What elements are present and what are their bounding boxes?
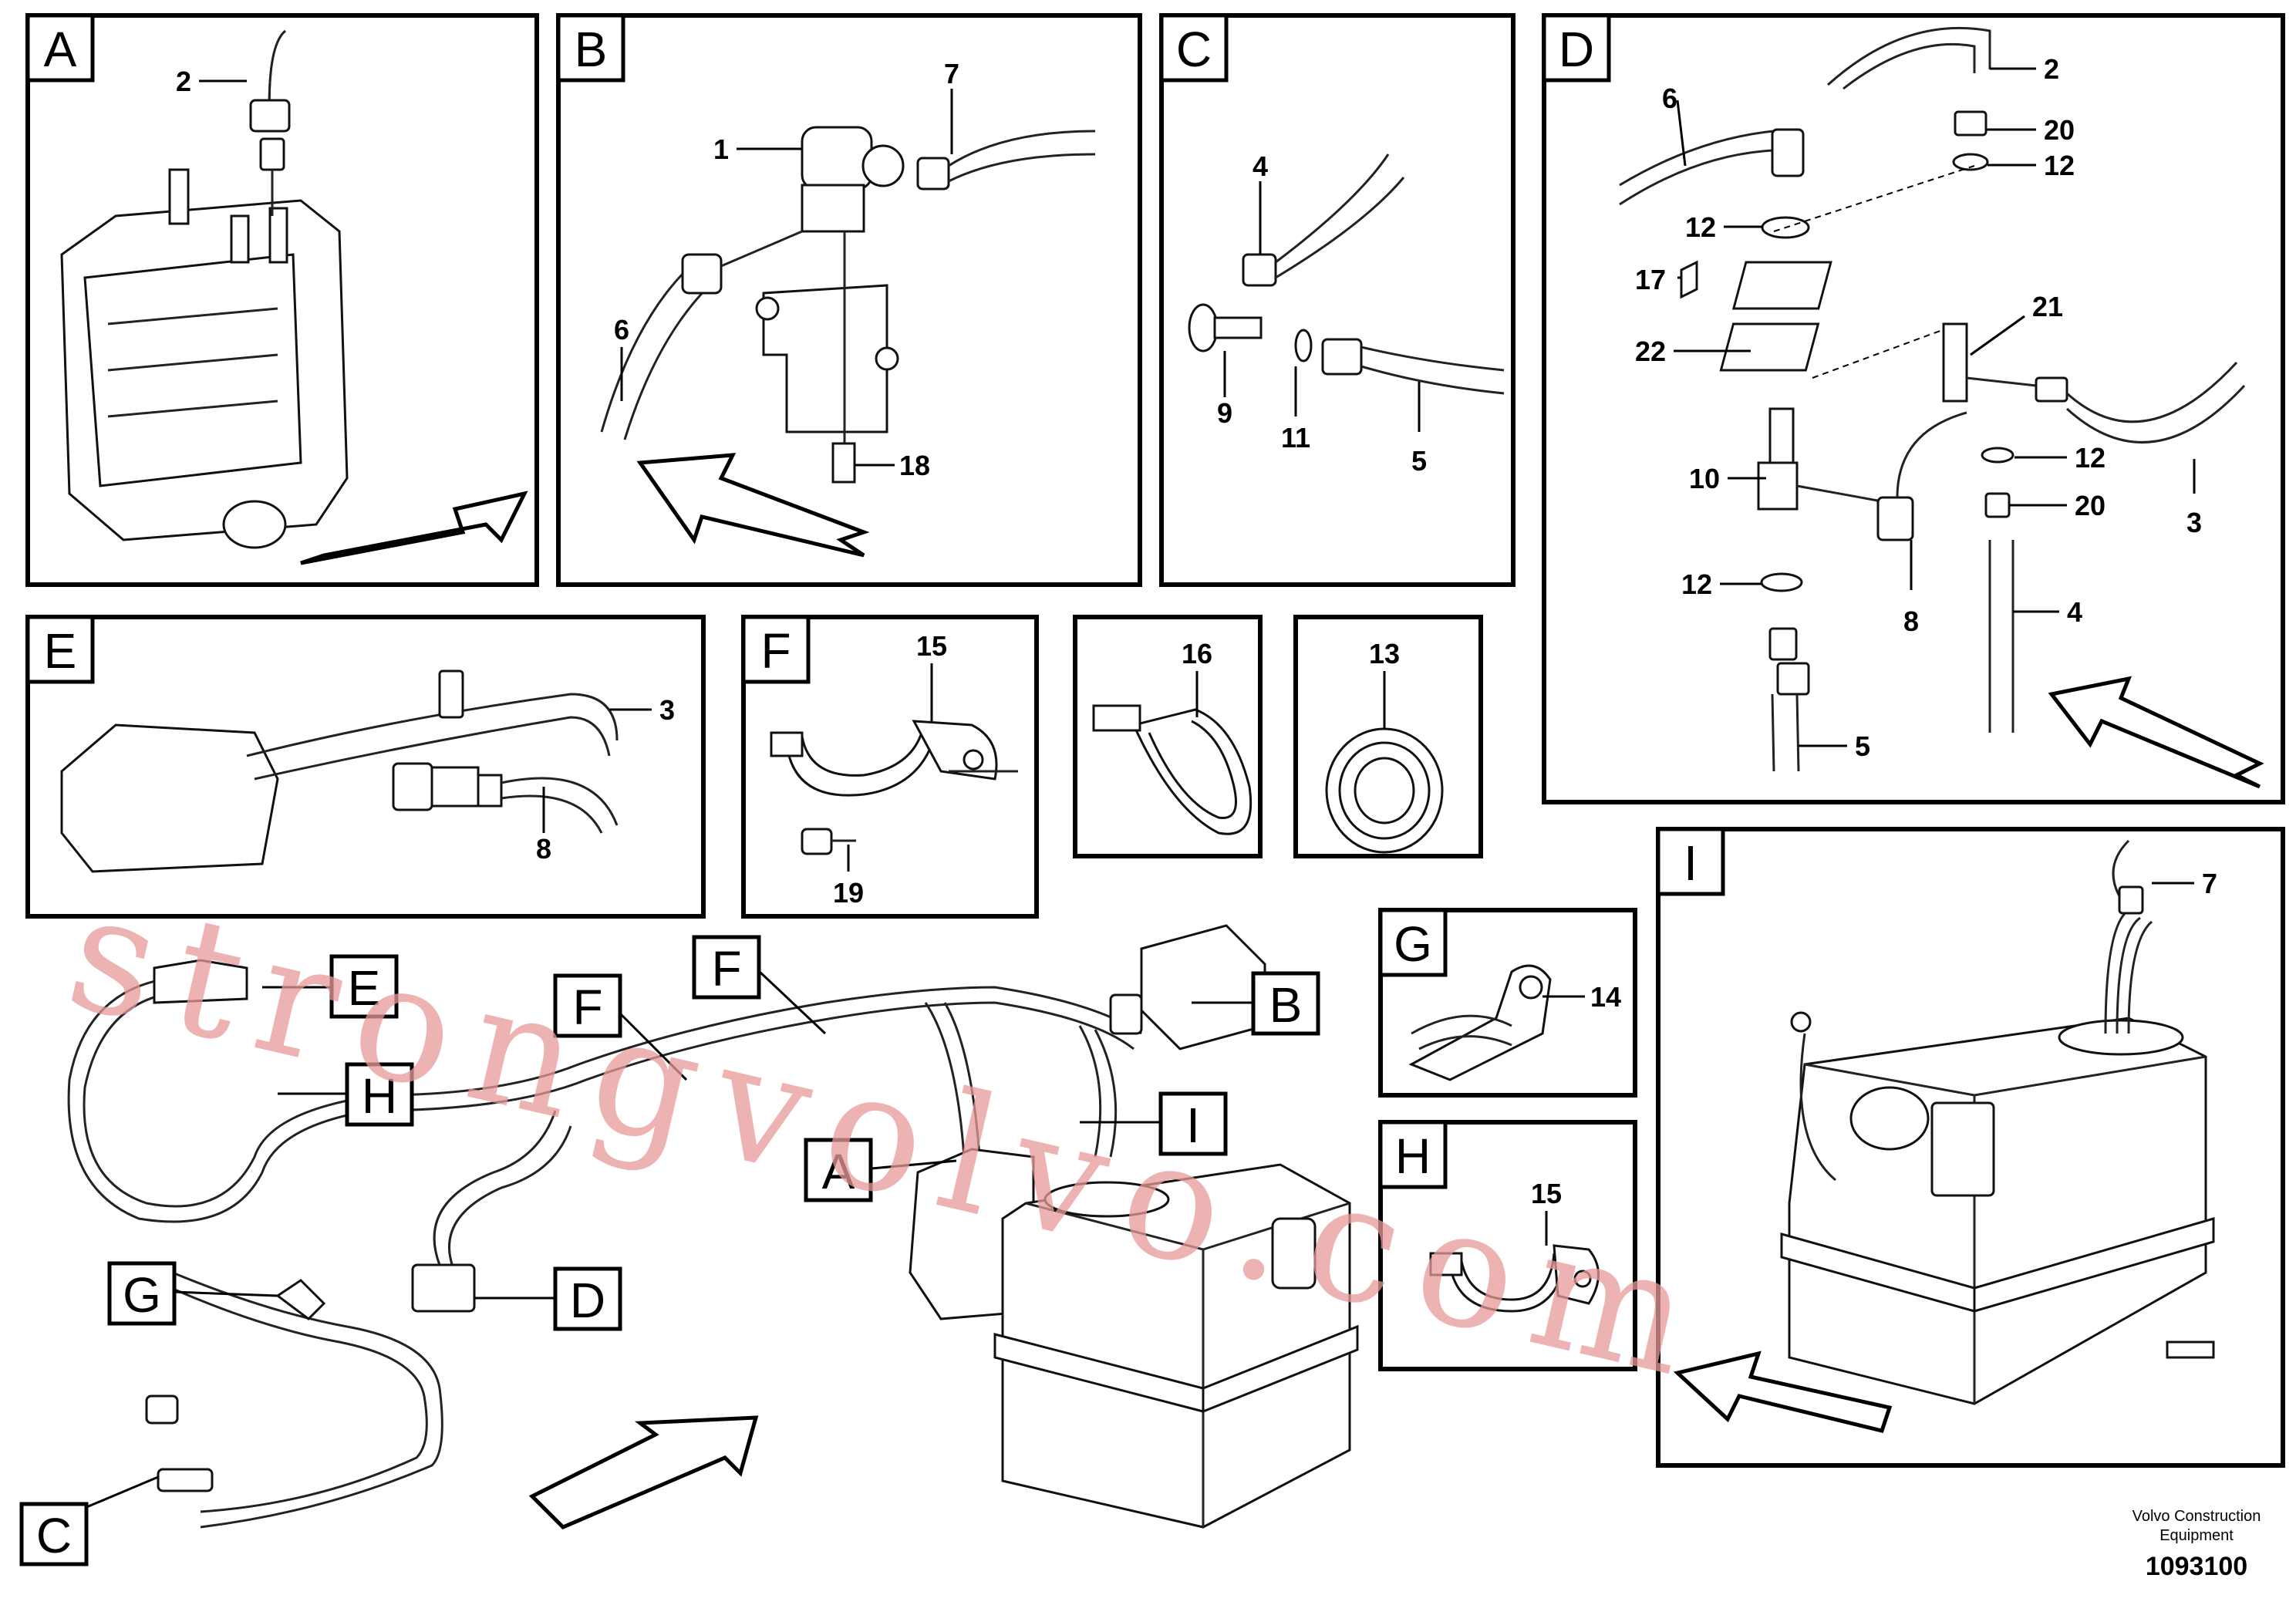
callout-d-8: 8 — [1903, 605, 1919, 637]
panel-d: D — [1542, 13, 2285, 804]
overview-label-e: E — [348, 960, 381, 1016]
callout-d-12d: 12 — [1681, 568, 1712, 600]
panel-a-letter: A — [44, 22, 77, 77]
grommet-illustration — [1325, 727, 1444, 854]
panel-e-letter: E — [44, 623, 77, 679]
callout-g-14: 14 — [1590, 981, 1621, 1013]
callout-d-2: 2 — [2044, 53, 2059, 85]
panel-c-letter: C — [1176, 22, 1212, 77]
panel-13: 13 — [1293, 615, 1483, 858]
direction-arrow-i — [1673, 1351, 1893, 1433]
overview-labels: E F F B H A I G D C — [19, 935, 1320, 1566]
callout-d-5: 5 — [1855, 730, 1870, 762]
direction-arrow-b — [636, 453, 870, 558]
callout-d-12c: 12 — [2075, 442, 2106, 474]
overview-label-g: G — [123, 1267, 161, 1323]
overview-label-c: C — [36, 1508, 72, 1563]
pump-connections-illustration — [60, 669, 619, 873]
valve-illustration — [600, 126, 1096, 484]
overview-label-d: D — [570, 1273, 605, 1328]
overview-label-b: B — [1269, 977, 1303, 1033]
clamp-illustration — [770, 720, 1018, 855]
callout-b-7: 7 — [944, 58, 959, 89]
overview-assembly — [67, 924, 1359, 1529]
panel-i-letter: I — [1684, 835, 1698, 891]
callout-f-15: 15 — [916, 630, 947, 662]
direction-arrow-a — [300, 491, 528, 565]
panel-g-letter: G — [1394, 916, 1432, 972]
callout-c-11: 11 — [1281, 422, 1310, 454]
overview-label-a: A — [822, 1144, 855, 1199]
callout-16: 16 — [1182, 638, 1212, 669]
panel-i: I 7 — [1656, 827, 2285, 1468]
connector-illustration — [1188, 153, 1505, 395]
callout-d-20a: 20 — [2044, 114, 2075, 146]
callout-d-20b: 20 — [2075, 490, 2106, 521]
panel-h-letter: H — [1395, 1128, 1431, 1184]
tank-illustration — [1780, 839, 2215, 1405]
panel-c: C 4 9 11 5 — [1159, 13, 1515, 587]
callout-e-3: 3 — [659, 694, 675, 726]
callout-13: 13 — [1369, 638, 1400, 669]
direction-arrow-d — [2048, 676, 2264, 789]
fuel-line-assembly-illustration — [1619, 26, 2246, 772]
panel-h: H 15 — [1378, 1120, 1637, 1371]
callout-b-18: 18 — [899, 450, 930, 481]
callout-d-4: 4 — [2067, 596, 2082, 628]
overview-label-i: I — [1186, 1098, 1200, 1153]
callout-f-19: 19 — [833, 877, 864, 909]
callout-i-7: 7 — [2202, 868, 2217, 899]
footer-company-line2: Equipment — [2159, 1527, 2234, 1544]
footer-company-line1: Volvo Construction — [2132, 1508, 2261, 1525]
callout-d-22: 22 — [1635, 336, 1666, 367]
callout-d-10: 10 — [1689, 463, 1720, 494]
callout-d-21: 21 — [2032, 291, 2063, 322]
panel-16: 16 — [1073, 615, 1263, 858]
callout-b-6: 6 — [614, 314, 629, 346]
panel-b: B 1 7 6 18 — [556, 13, 1142, 587]
callout-e-8: 8 — [536, 833, 551, 865]
clamp-h-illustration — [1429, 1244, 1600, 1313]
panel-f: F 15 19 — [741, 615, 1039, 919]
callout-c-9: 9 — [1217, 397, 1232, 429]
callout-d-12b: 12 — [1685, 211, 1716, 243]
panel-b-letter: B — [575, 22, 608, 77]
callout-b-1: 1 — [713, 133, 729, 165]
tie-strap-illustration — [1092, 704, 1253, 835]
fuel-pump-illustration — [60, 29, 349, 549]
direction-arrow-overview — [528, 1415, 759, 1529]
overview-label-f1: F — [572, 980, 602, 1035]
panel-d-letter: D — [1559, 22, 1594, 77]
panel-g: G 14 — [1378, 908, 1637, 1098]
callout-d-12a: 12 — [2044, 150, 2075, 181]
panel-e: E 3 8 — [25, 615, 706, 919]
callout-d-17: 17 — [1635, 264, 1666, 295]
callout-a-2: 2 — [176, 66, 191, 97]
callout-c-5: 5 — [1411, 445, 1427, 477]
panel-a: A 2 — [25, 13, 539, 587]
callout-d-6: 6 — [1662, 83, 1677, 114]
callout-d-3: 3 — [2186, 507, 2202, 538]
callout-c-4: 4 — [1253, 150, 1268, 182]
callout-h-15: 15 — [1531, 1178, 1562, 1209]
overview-label-f2: F — [711, 941, 741, 996]
bracket-illustration — [1408, 964, 1552, 1081]
panel-f-letter: F — [760, 623, 791, 679]
overview-label-h: H — [362, 1068, 397, 1124]
drawing-number: 1093100 — [2146, 1552, 2247, 1581]
